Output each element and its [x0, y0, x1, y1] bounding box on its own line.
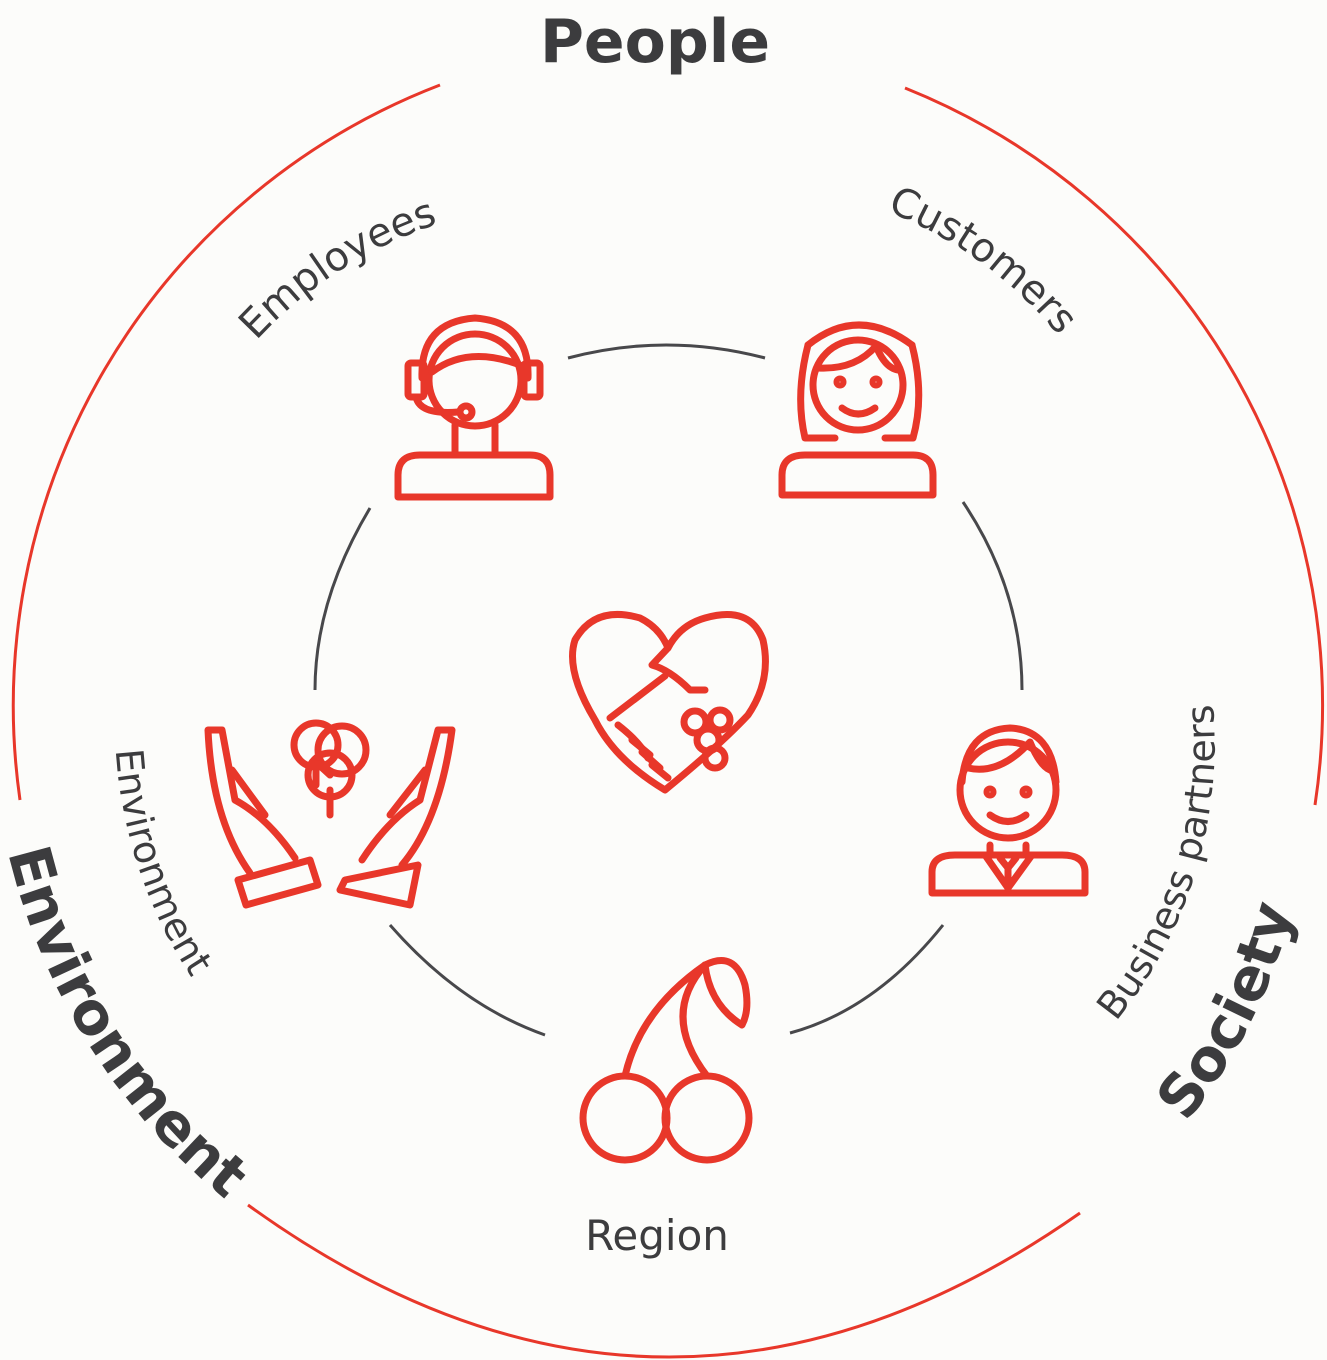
outer-arc-bottom: [247, 1203, 1081, 1359]
businessman-icon: [928, 724, 1089, 897]
inner-arc-left-upper: [313, 507, 372, 691]
inner-arc-right-lower: [789, 924, 945, 1035]
outer-arc-top-right: [904, 86, 1324, 806]
label-employees: Employees: [230, 190, 441, 348]
label-environment-inner: Environment: [107, 747, 222, 983]
headset-person-icon: [394, 314, 554, 501]
label-customers: Customers: [883, 178, 1087, 343]
woman-person-icon: [778, 321, 937, 499]
inner-arc-left-lower: [388, 924, 546, 1037]
outer-arc-top-left: [11, 83, 441, 801]
label-people: People: [540, 7, 770, 77]
label-business-partners: Business partners: [1088, 703, 1224, 1027]
outer-ring: [11, 83, 1324, 1359]
inner-arc-top: [567, 343, 766, 360]
label-environment-outer: Environment: [0, 838, 261, 1210]
hands-tree-icon: [204, 719, 456, 909]
inner-ring: [313, 343, 1024, 1037]
inner-arc-right-upper: [961, 501, 1024, 691]
cherry-icon: [579, 957, 753, 1164]
heart-handshake-icon: [569, 611, 769, 794]
label-region: Region: [585, 1211, 729, 1260]
